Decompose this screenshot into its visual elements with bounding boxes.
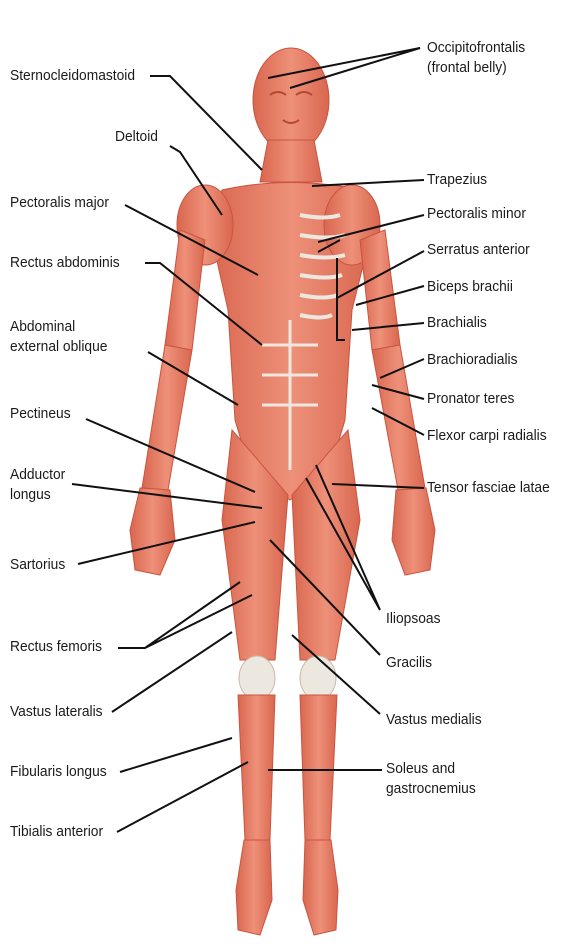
leader-sternocleidomastoid [150,76,262,170]
left-lower-leg [238,695,275,840]
leader-trapezius [312,180,424,186]
head [253,48,329,152]
label-pectoralis-minor: Pectoralis minor [427,204,526,224]
label-occipitofrontalis-line1: Occipitofrontalis [427,38,525,58]
right-upper-arm [360,230,400,350]
label-pronator-teres: Pronator teres [427,389,514,409]
leader-vastus-lateralis [112,632,232,712]
label-tibialis-anterior: Tibialis anterior [10,822,103,842]
label-sternocleidomastoid: Sternocleidomastoid [10,66,135,86]
label-trapezius: Trapezius [427,170,487,190]
label-abdominal-line1: Abdominal [10,317,107,337]
left-hand [130,488,175,575]
label-soleus-gastrocnemius: Soleus and gastrocnemius [386,759,476,799]
label-frontal-belly-line2: (frontal belly) [427,58,525,78]
label-pectoralis-major: Pectoralis major [10,193,109,213]
label-brachialis: Brachialis [427,313,487,333]
label-external-oblique-line2: external oblique [10,337,107,357]
left-forearm [142,345,192,490]
label-tensor-fasciae-latae: Tensor fasciae latae [427,478,550,498]
left-upper-arm [165,230,205,350]
label-rectus-abdominis: Rectus abdominis [10,253,120,273]
leader-tibialis-anterior [117,762,248,832]
label-abdominal-external-oblique: Abdominal external oblique [10,317,107,357]
right-knee [300,656,336,700]
label-biceps-brachii: Biceps brachii [427,277,513,297]
label-vastus-lateralis: Vastus lateralis [10,702,103,722]
left-knee [239,656,275,700]
label-rectus-femoris: Rectus femoris [10,637,102,657]
label-pectineus: Pectineus [10,404,71,424]
right-hand [392,488,435,575]
right-lower-leg [300,695,337,840]
label-flexor-carpi-radialis: Flexor carpi radialis [427,426,547,446]
label-occipitofrontalis: Occipitofrontalis (frontal belly) [427,38,525,78]
label-adductor-longus: Adductor longus [10,465,65,505]
label-serratus-anterior: Serratus anterior [427,240,530,260]
label-adductor-line1: Adductor [10,465,65,485]
left-foot [236,840,272,935]
label-deltoid: Deltoid [115,127,158,147]
label-soleus-line1: Soleus and [386,759,476,779]
neck [260,140,322,182]
label-fibularis-longus: Fibularis longus [10,762,107,782]
label-vastus-medialis: Vastus medialis [386,710,482,730]
leader-fibularis-longus [120,738,232,772]
right-forearm [372,345,425,490]
label-longus-line2: longus [10,485,65,505]
label-gracilis: Gracilis [386,653,432,673]
label-sartorius: Sartorius [10,555,65,575]
right-foot [303,840,338,935]
label-iliopsoas: Iliopsoas [386,609,440,629]
label-gastrocnemius-line2: gastrocnemius [386,779,476,799]
label-brachioradialis: Brachioradialis [427,350,518,370]
